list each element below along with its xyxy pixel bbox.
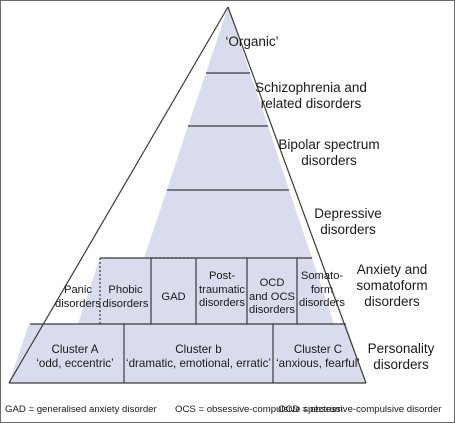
pyramid-level-bipolar [167,126,289,190]
cell-label-cluster-c: Cluster C ‘anxious, fearful’ [276,343,360,371]
cell-label-somatoform: Somato- form disorders [298,270,345,310]
footnote-gad: GAD = generalised anxiety disorder [5,404,157,415]
cell-label-cluster-a: Cluster A ‘odd, eccentric’ [36,343,114,371]
cell-gad [151,258,196,324]
cell-label-phobic: Phobic disorders [102,284,149,310]
cell-somatoform-disorders [297,258,334,324]
level-label-organic: ‘Organic’ [225,34,279,49]
footnote-ocd: OCD = obsessive-compulsive disorder [278,404,442,415]
level-label-personality: Personality disorders [367,341,435,372]
cell-label-post-traumatic: Post- traumatic disorders [198,270,245,310]
level-label-anxiety: Anxiety and somatoform disorders [356,262,428,309]
cell-label-gad: GAD [161,291,186,303]
pyramid-right-edge [227,6,367,384]
cell-label-ocd-ocs: OCD and OCS disorders [248,277,296,317]
pyramid-level-schizophrenia [188,73,268,126]
cell-label-panic: Panic disorders [54,284,101,310]
level-label-schizophrenia: Schizophrenia and related disorders [255,80,367,111]
level-label-depressive: Depressive disorders [314,206,382,237]
footnote-ocs: OCS = obsessive-compulsive spectrum [175,404,343,415]
cell-ocd-ocs-disorders [247,258,297,324]
cell-label-cluster-b: Cluster b ‘dramatic, emotional, erratic’ [126,343,271,371]
pyramid-level-depressive [144,190,312,258]
pyramid-level-organic [206,7,250,73]
cell-panic-disorders-edge [78,258,144,324]
level-label-bipolar: Bipolar spectrum disorders [278,137,380,168]
cell-cluster-a [9,324,124,383]
cell-cluster-c [273,324,366,383]
cell-cluster-b [124,324,273,383]
pyramid-left-edge [8,6,229,384]
cell-post-traumatic-disorders [196,258,247,324]
